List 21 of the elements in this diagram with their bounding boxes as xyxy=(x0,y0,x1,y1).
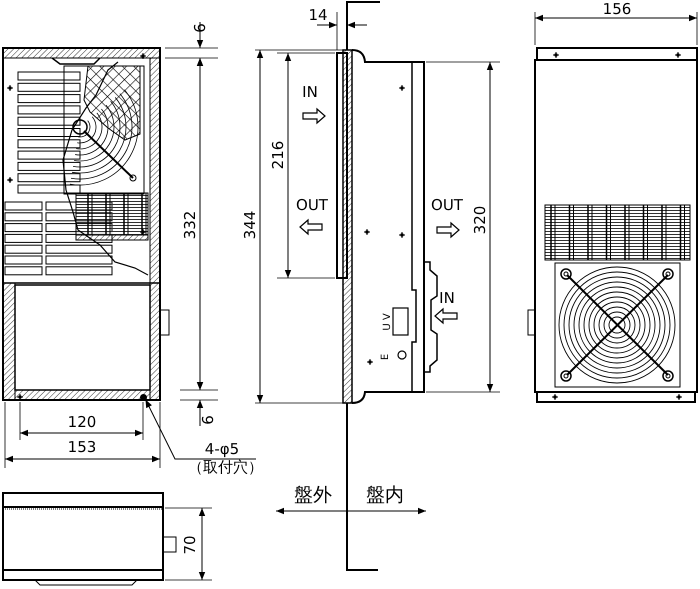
terminal-label: E xyxy=(379,354,392,360)
dimension-label: 344 xyxy=(242,210,258,240)
airflow-label: OUT xyxy=(431,197,463,213)
terminal-label: U V xyxy=(381,313,394,331)
dimension-label: 156 xyxy=(602,1,632,17)
side-label: 盤内 xyxy=(366,487,404,503)
airflow-label: OUT xyxy=(296,197,328,213)
hole-spec: 4-φ5 xyxy=(204,440,240,458)
airflow-label: IN xyxy=(302,84,318,100)
dimension-label: 120 xyxy=(68,414,96,430)
dimension-label: 153 xyxy=(68,439,96,455)
leader-line xyxy=(145,399,256,460)
side-label: 盤外 xyxy=(294,487,332,503)
dimension-label: 6 xyxy=(200,415,216,425)
dimension-label: 332 xyxy=(182,210,198,240)
dimension-label: 320 xyxy=(472,206,488,234)
dimension-label: 216 xyxy=(270,140,286,170)
note-text: （取付穴） xyxy=(188,458,256,476)
dimension-label: 14 xyxy=(308,7,328,23)
airflow-label: IN xyxy=(439,290,455,306)
dimension-label: 70 xyxy=(182,535,198,555)
